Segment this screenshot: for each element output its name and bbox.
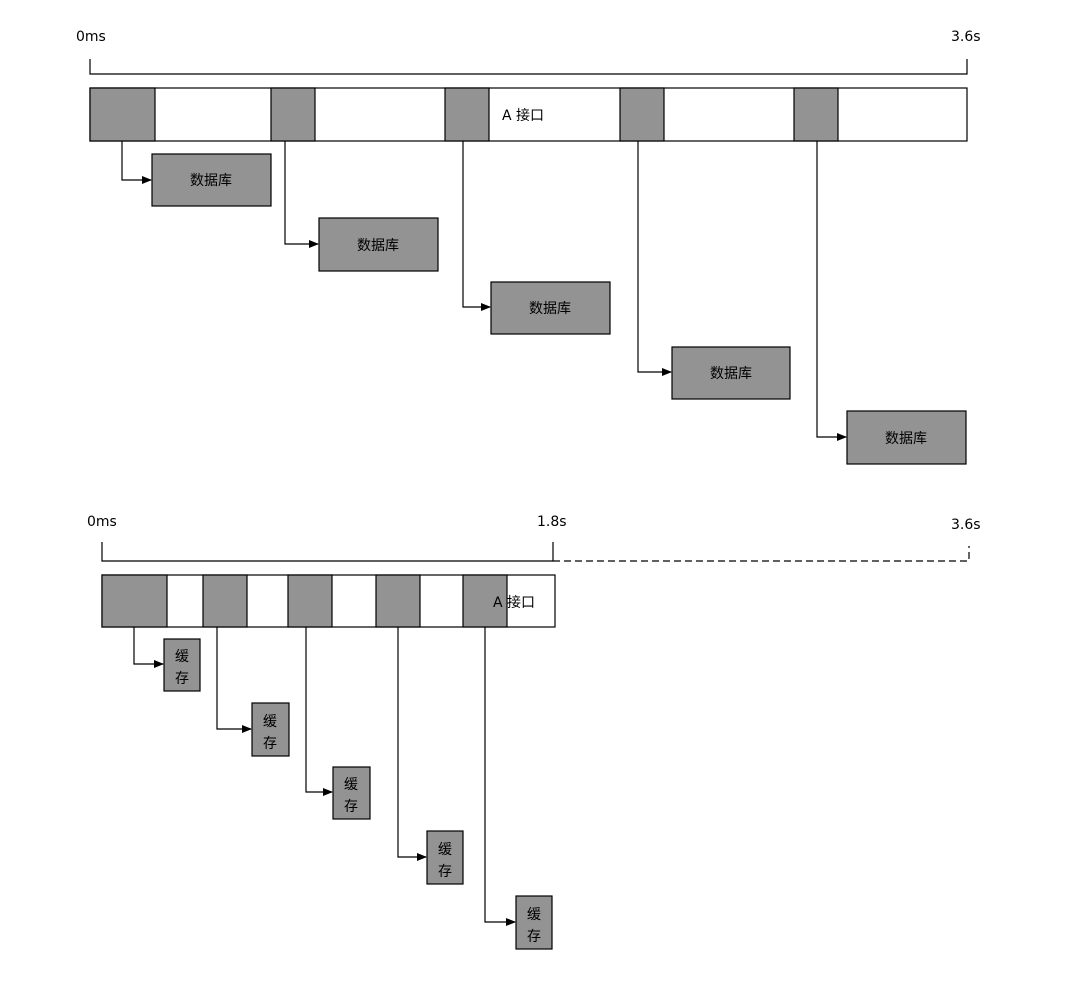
bottom-call-segment xyxy=(462,574,508,628)
top-call-segment xyxy=(270,87,316,142)
top-call-arrow xyxy=(816,141,847,441)
cache-box xyxy=(426,830,464,885)
bottom-call-segment xyxy=(375,574,421,628)
cache-box-label-line1: 缓 xyxy=(438,842,452,858)
bottom-call-arrow xyxy=(397,627,427,861)
db-box xyxy=(490,281,611,335)
bottom-call-arrow xyxy=(305,627,333,796)
cache-box-label-line2: 存 xyxy=(175,671,189,687)
top-call-segment xyxy=(444,87,490,142)
cache-box-label-line1: 缓 xyxy=(344,777,358,793)
db-box-label: 数据库 xyxy=(357,238,399,254)
bottom-call-arrow xyxy=(216,627,252,733)
bottom-duration-bracket xyxy=(101,542,554,562)
cache-box xyxy=(332,766,371,820)
cache-box xyxy=(163,638,201,692)
cache-box-label-line2: 存 xyxy=(344,799,358,815)
bottom-call-segment xyxy=(287,574,333,628)
db-box xyxy=(318,217,439,272)
cache-box-label-line2: 存 xyxy=(263,736,277,752)
top-call-segment xyxy=(619,87,665,142)
top-time-start-label: 0ms xyxy=(76,29,106,45)
top-interface-label: A 接口 xyxy=(502,107,544,124)
top-call-segment xyxy=(793,87,839,142)
cache-box-label-line2: 存 xyxy=(527,929,541,945)
top-call-arrow xyxy=(462,141,491,311)
cache-box-label-line1: 缓 xyxy=(175,649,189,665)
top-duration-bracket xyxy=(89,59,968,75)
cache-box xyxy=(251,702,290,757)
bottom-saved-time-bracket xyxy=(553,546,970,562)
bottom-call-segment xyxy=(202,574,248,628)
db-box xyxy=(151,153,272,207)
db-box-label: 数据库 xyxy=(885,431,927,447)
top-diagram: 0ms 3.6s A 接口 数据库 数据库 数据库 数据库 数据库 xyxy=(76,29,981,465)
bottom-time-end-label: 3.6s xyxy=(951,517,981,533)
top-call-arrow xyxy=(284,141,319,248)
bottom-time-start-label: 0ms xyxy=(87,514,117,530)
cache-box-label-line2: 存 xyxy=(438,864,452,880)
top-call-arrow xyxy=(637,141,672,376)
bottom-diagram: 0ms 1.8s 3.6s A 接口 缓 存 缓 存 缓 存 缓 存 缓 存 xyxy=(87,514,981,950)
cache-box-label-line1: 缓 xyxy=(263,714,277,730)
bottom-call-arrow xyxy=(484,627,516,926)
top-call-segment xyxy=(89,87,156,142)
top-call-arrow xyxy=(121,141,152,184)
cache-box-label-line1: 缓 xyxy=(527,907,541,923)
db-box xyxy=(671,346,791,400)
bottom-call-arrow xyxy=(133,627,164,668)
bottom-time-mid-label: 1.8s xyxy=(537,514,567,530)
cache-box xyxy=(515,895,553,950)
db-box-label: 数据库 xyxy=(529,301,571,317)
db-box xyxy=(846,410,967,465)
db-box-label: 数据库 xyxy=(710,366,752,382)
top-time-end-label: 3.6s xyxy=(951,29,981,45)
bottom-interface-label: A 接口 xyxy=(493,594,535,611)
bottom-call-segment xyxy=(101,574,168,628)
db-box-label: 数据库 xyxy=(190,173,232,189)
